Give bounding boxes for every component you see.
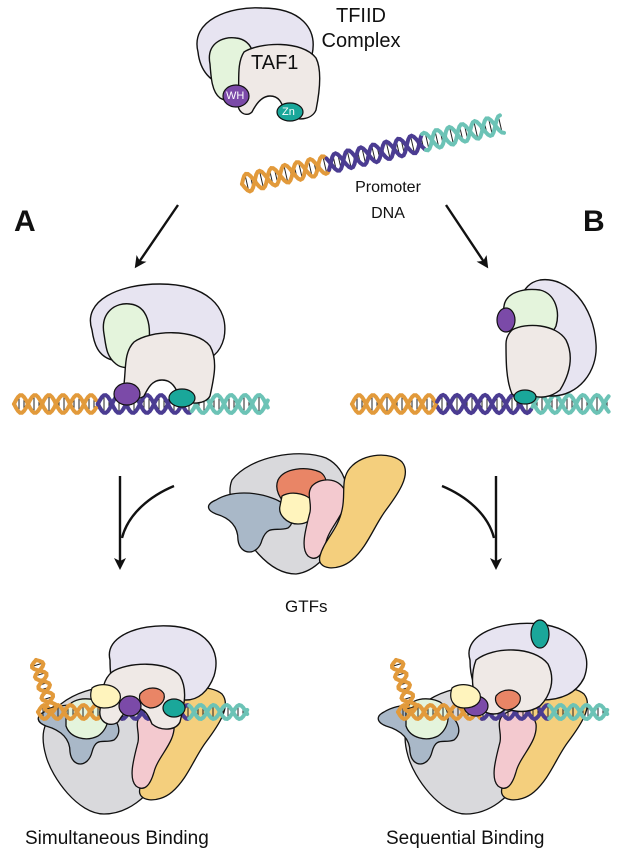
gtf-yellow-b [450, 684, 481, 709]
panel-b-middle [350, 279, 611, 416]
dna-base-pair [258, 170, 264, 189]
dna-strand [435, 392, 534, 416]
merge-arrow-a [114, 476, 175, 570]
dna-base-pair [473, 121, 479, 139]
dna-base-pair [283, 165, 289, 183]
dna-strand [530, 392, 611, 416]
tfiid-complex-top [196, 7, 321, 122]
taf1-label: TAF1 [251, 52, 299, 74]
zn-domain-b [513, 389, 537, 405]
dna-strand [12, 393, 98, 415]
panel-b-bottom [377, 619, 610, 815]
promoter-dna-top [240, 113, 506, 194]
dna-strand [95, 393, 192, 415]
gtf-red-b [494, 689, 521, 711]
merge-arrow-b [441, 476, 502, 570]
gtfs-label: GTFs [285, 597, 328, 616]
dna-base-pair [410, 135, 416, 154]
caption-sequential: Sequential Binding [386, 828, 545, 849]
promoter-line1: Promoter [355, 179, 421, 196]
dna-strand [423, 116, 506, 153]
wh-domain [222, 84, 250, 108]
gtf-red-a [138, 687, 165, 709]
dna-strand [547, 702, 610, 721]
dna-strand [392, 658, 419, 714]
dna-strand [396, 702, 484, 722]
dna-base-pair [322, 156, 328, 174]
dna-strand [324, 132, 424, 173]
dna-strand [32, 658, 59, 714]
wh-domain-a [113, 382, 141, 406]
dna-strand [187, 702, 250, 721]
gtf-orange [319, 454, 407, 569]
dna-base-pair [448, 126, 454, 145]
zn-domain-a-bottom [162, 698, 186, 718]
gtfs-cluster [207, 453, 407, 575]
zn-label: Zn [282, 106, 295, 118]
panel-a-middle [12, 283, 270, 415]
arrow-b-down [445, 204, 489, 269]
dna-strand [240, 154, 329, 191]
dna-strand [547, 703, 610, 722]
dna-panel-b-middle [350, 392, 611, 416]
dna-strand [350, 393, 438, 415]
title-line2: Complex [321, 30, 401, 52]
wh-label: WH [226, 90, 245, 102]
wh-domain-b [496, 307, 516, 333]
taf1-body-b [505, 324, 571, 400]
arrow-a-down [134, 204, 179, 269]
panel-b-label: B [583, 205, 605, 238]
title-line1: TFIID [336, 5, 386, 27]
tfiid-title: TFIID Complex [318, 4, 404, 54]
wh-domain-a-bottom [118, 695, 142, 717]
zn-domain-a [168, 388, 196, 408]
dna-base-pair [385, 141, 391, 160]
dna-strand [187, 703, 250, 722]
zn-domain-b-bottom [530, 619, 550, 649]
dna-strand [240, 156, 332, 194]
gtf-blue [207, 492, 293, 553]
dna-strand [420, 113, 502, 150]
promoter-line2: DNA [371, 205, 405, 222]
dna-panel-b-bottom [389, 658, 610, 722]
promoter-label: Promoter DNA [346, 175, 430, 227]
dna-strand [189, 393, 270, 415]
dna-strand [530, 392, 611, 416]
panel-a-label: A [14, 205, 36, 238]
zn-domain [276, 102, 304, 122]
panel-a-bottom [29, 625, 250, 815]
gtf-yellow-a [90, 684, 121, 709]
caption-simultaneous: Simultaneous Binding [25, 828, 209, 849]
dna-base-pair [346, 150, 352, 169]
